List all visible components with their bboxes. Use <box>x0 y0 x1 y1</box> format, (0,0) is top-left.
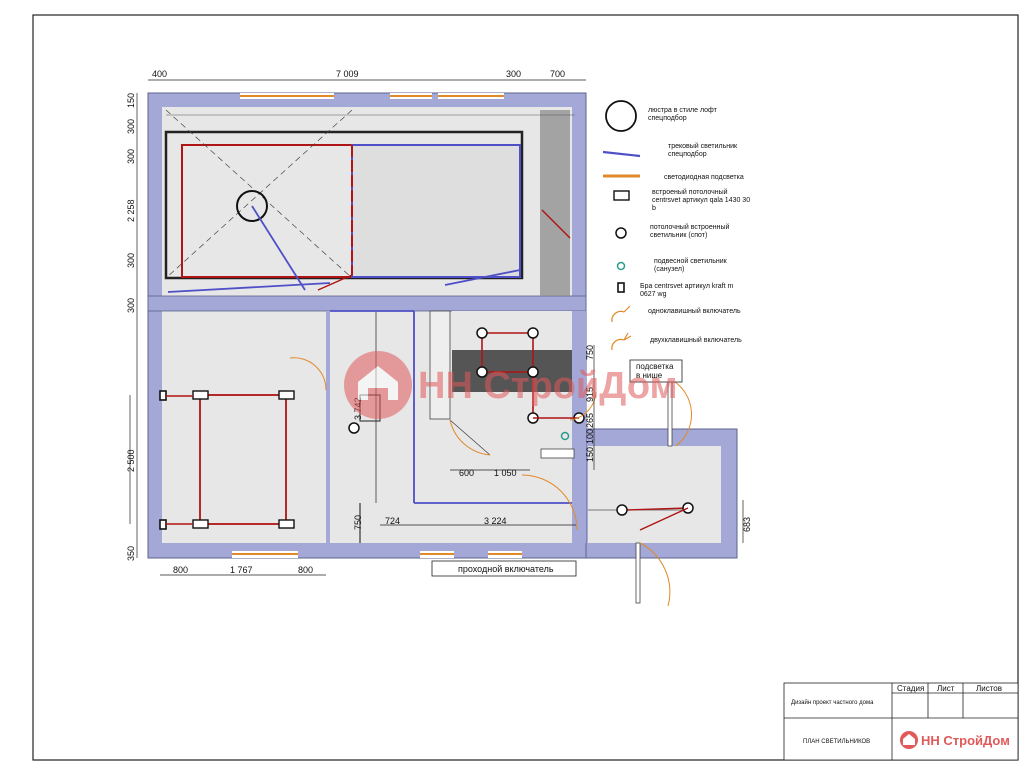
spot-light-icon <box>476 327 488 339</box>
title-sheets: Листов <box>976 684 1002 693</box>
dim-bottom-2: 1 767 <box>230 565 253 575</box>
legend-text-9: двухклавишный включатель <box>650 336 742 344</box>
title-project: Дизайн проект частного дома <box>791 699 874 706</box>
pendant-light-icon <box>560 431 570 441</box>
building-plan <box>147 92 738 607</box>
dim-top-4: 700 <box>550 69 565 79</box>
dim-left-2: 300 <box>126 119 136 134</box>
title-logo-text: НН СтройДом <box>921 733 1010 748</box>
dim-bottom-1: 800 <box>173 565 188 575</box>
room-bedroom <box>162 311 326 543</box>
dim-inner-4: 3 224 <box>484 516 507 526</box>
dim-top-1: 400 <box>152 69 167 79</box>
legend-text-8: одноклавишный включатель <box>648 307 741 315</box>
recessed-panel-icon <box>278 390 295 400</box>
title-logo: НН СтройДом <box>900 731 1010 749</box>
chandelier-icon <box>236 190 268 222</box>
dim-inner-9: 265 <box>585 413 595 428</box>
room-corridor <box>330 311 416 543</box>
spot-light-icon <box>616 504 628 516</box>
recessed-panel-icon <box>192 519 209 529</box>
dim-left-4: 2 258 <box>126 199 136 222</box>
title-plan: ПЛАН СВЕТИЛЬНИКОВ <box>803 739 870 745</box>
dim-inner-6: 1 050 <box>494 468 517 478</box>
pass-switch-label: проходной включатель <box>458 564 554 574</box>
sheet-frame <box>32 14 1019 761</box>
watermark: НН СтройДом <box>344 351 678 419</box>
pass-switch-label-box <box>431 560 577 577</box>
dim-inner-10: 100 <box>585 429 595 444</box>
spot-light-icon <box>615 227 627 239</box>
room-entrance <box>588 446 721 543</box>
track-light-icon <box>602 150 641 158</box>
dim-top-2: 7 009 <box>336 69 359 79</box>
dim-left-7: 2 500 <box>126 449 136 472</box>
dim-left-6: 300 <box>126 298 136 313</box>
dim-inner-12: 683 <box>742 517 752 532</box>
house-logo-icon <box>903 734 915 745</box>
legend-text-6: подвесной светильник(санузел) <box>654 257 728 273</box>
wall-sconce-icon <box>617 282 625 293</box>
dim-inner-2: 750 <box>353 515 363 530</box>
spot-light-icon <box>527 327 539 339</box>
dim-inner-11: 150 <box>585 447 595 462</box>
dim-inner-5: 600 <box>459 468 474 478</box>
double-switch-icon <box>611 332 632 351</box>
dim-left-1: 150 <box>126 93 136 108</box>
dim-top-3: 300 <box>506 69 521 79</box>
legend-text-3: светодиодная подсветка <box>664 174 744 181</box>
title-block <box>783 682 1019 761</box>
recessed-panel-icon <box>278 519 295 529</box>
dim-left-8: 350 <box>126 546 136 561</box>
pendant-light-icon <box>616 261 626 271</box>
dim-bottom-3: 800 <box>298 565 313 575</box>
spot-light-icon <box>348 422 360 434</box>
dim-inner-7: 750 <box>585 345 595 360</box>
recessed-panel-icon <box>613 190 630 201</box>
recessed-panel-icon <box>192 390 209 400</box>
watermark-text: НН СтройДом <box>418 365 678 407</box>
spot-light-icon <box>476 366 488 378</box>
dim-left-5: 300 <box>126 253 136 268</box>
dim-inner-3: 724 <box>385 516 400 526</box>
house-logo-icon <box>358 366 398 400</box>
niche-label-box <box>629 359 683 383</box>
title-stage: Стадия <box>897 684 924 693</box>
chandelier-icon <box>605 100 637 132</box>
dimension-lines <box>129 79 744 576</box>
wall-sconce-icon <box>159 390 167 401</box>
dim-left-3: 300 <box>126 149 136 164</box>
single-switch-icon <box>611 305 631 323</box>
title-sheet: Лист <box>937 684 955 693</box>
dim-inner-8: 915 <box>585 387 595 402</box>
wall-sconce-icon <box>159 519 167 530</box>
spot-light-icon <box>527 366 539 378</box>
